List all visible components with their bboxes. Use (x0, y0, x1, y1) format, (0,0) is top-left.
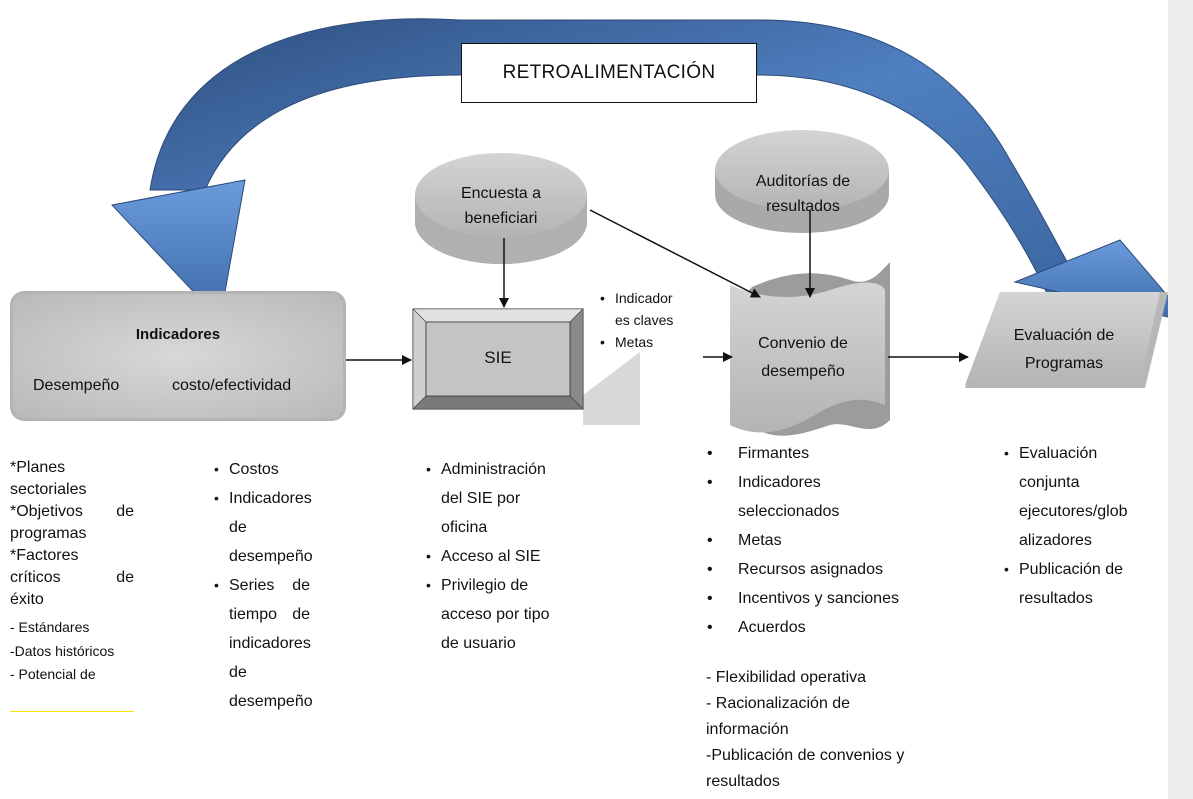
diagram-canvas (10, 18, 1168, 436)
evaluation-shape (965, 292, 1168, 388)
indicators-box-shape (10, 291, 346, 421)
feedback-label: RETROALIMENTACIÓN (502, 62, 716, 83)
sie-label: SIE (484, 348, 512, 367)
list-item: Privilegio de acceso por tipo de usuario (424, 571, 574, 658)
sie-box-shape (412, 308, 640, 425)
list-item: Publicación de resultados (1002, 555, 1142, 613)
list-item: Indicador es claves (598, 287, 698, 331)
list-item: Evaluación conjunta ejecutores/glob aliz… (1002, 439, 1142, 555)
column-indicators: Costos Indicadores de desempeño Seriesde… (212, 455, 313, 716)
arrow-survey-to-agreement (589, 209, 761, 298)
agreement-shape (730, 262, 890, 436)
indicators-cost-label: costo/efectividad (172, 377, 292, 394)
list-item: •Acuerdos (707, 619, 806, 636)
list-item: Indicadores de desempeño (212, 484, 313, 571)
feedback-label-box: RETROALIMENTACIÓN (461, 43, 757, 103)
audits-label: Auditorías de resultados (755, 173, 851, 215)
agreement-label: Convenio de desempeño (758, 335, 848, 380)
list-item: Acceso al SIE (424, 542, 574, 571)
indicators-performance-label: Desempeño (33, 377, 120, 394)
list-item: •Metas (707, 532, 782, 549)
list-item: Metas (598, 331, 698, 353)
column-sie: Administración del SIE por oficina Acces… (424, 455, 574, 658)
survey-ellipse (415, 153, 587, 264)
list-item: Administración del SIE por oficina (424, 455, 574, 542)
survey-label: Encuesta a beneficiari (460, 185, 542, 227)
right-side-panel (1168, 0, 1193, 799)
indicators-title: Indicadores (135, 326, 221, 343)
column-evaluation: Evaluación conjunta ejecutores/glob aliz… (1002, 439, 1142, 613)
list-item: Costos (212, 455, 310, 484)
sie-side-notes: Indicador es claves Metas (598, 287, 698, 353)
divider-line (10, 711, 134, 712)
audits-ellipse (715, 130, 889, 233)
list-item: •Recursos asignados (707, 561, 883, 578)
agreement-notes: - Flexibilidad operativa - Racionalizaci… (706, 669, 905, 790)
list-item: •Firmantes (707, 445, 810, 462)
evaluation-label: Evaluación de Programas (1013, 327, 1115, 372)
list-item: •Incentivos y sanciones (707, 590, 899, 607)
